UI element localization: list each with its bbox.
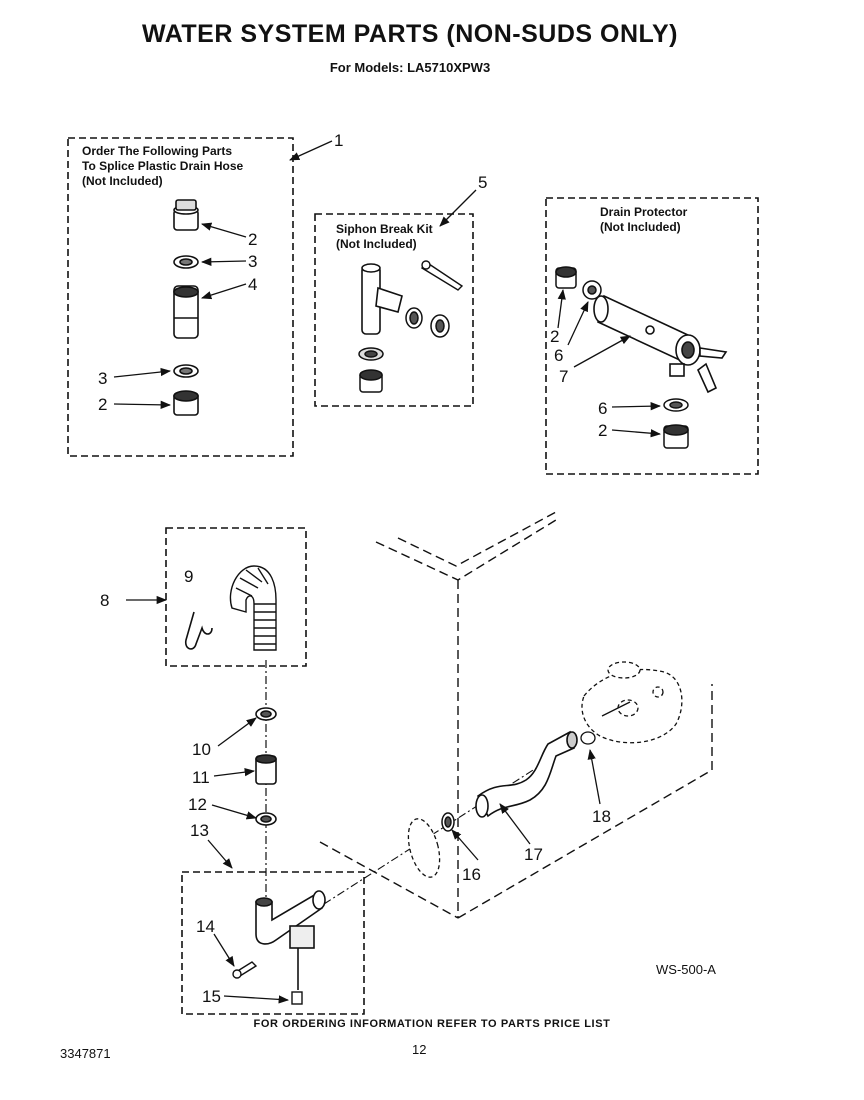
drain-protector-body-part — [593, 294, 728, 394]
connector-11-part — [255, 754, 277, 785]
callout-arrow-6a — [567, 301, 589, 346]
callout-label-5: 5 — [478, 173, 487, 192]
pump-hose-17-part — [475, 730, 578, 818]
callout-label-13: 13 — [190, 821, 209, 840]
hose-clamp-bottom-part — [173, 364, 199, 378]
drain-elbow-part — [255, 890, 326, 990]
hose-clip-part — [184, 611, 213, 650]
siphon-break-kit-box: Siphon Break Kit (Not Included) — [314, 213, 474, 407]
page-number: 12 — [412, 1042, 427, 1057]
callout-arrow-13 — [207, 839, 233, 869]
protector-clamp-bottom-part — [663, 398, 689, 412]
callout-arrow-2d — [611, 429, 662, 438]
hose-connector-bottom-part — [173, 390, 199, 416]
protector-box-line2: (Not Included) — [600, 220, 681, 234]
splice-box-line2: To Splice Plastic Drain Hose — [82, 159, 243, 173]
callout-label-2c: 2 — [550, 327, 559, 346]
document-number: 3347871 — [60, 1046, 111, 1061]
figure-reference: WS-500-A — [656, 962, 716, 977]
corrugated-drain-hose-part — [229, 565, 277, 651]
callout-label-16: 16 — [462, 865, 481, 884]
callout-label-9: 9 — [184, 567, 193, 586]
drain-outlet-box: 14 15 — [181, 871, 365, 1015]
hose-connector-top-part — [173, 199, 199, 231]
callout-label-4: 4 — [248, 275, 257, 294]
pump-centerline — [323, 739, 581, 905]
callout-arrow-14 — [213, 933, 235, 967]
callout-arrow-3a — [200, 257, 247, 266]
callout-arrow-17 — [499, 803, 531, 845]
callout-label-3a: 3 — [248, 252, 257, 271]
callout-label-15: 15 — [202, 987, 221, 1006]
page-title: WATER SYSTEM PARTS (NON-SUDS ONLY) — [141, 20, 678, 48]
callout-label-2b: 2 — [98, 395, 107, 414]
siphon-box-line1: Siphon Break Kit — [336, 222, 433, 236]
callout-arrow-2b — [113, 400, 172, 409]
ordering-info-note: FOR ORDERING INFORMATION REFER TO PARTS … — [253, 1018, 611, 1030]
callout-label-11: 11 — [192, 768, 210, 787]
callout-arrow-1 — [289, 140, 333, 161]
callout-label-8: 8 — [100, 591, 109, 610]
callout-label-1: 1 — [334, 131, 343, 150]
callout-arrow-6b — [611, 402, 662, 411]
drain-hose-box — [165, 527, 307, 667]
siphon-clamp-part — [405, 307, 450, 338]
splice-parts-box: Order The Following Parts To Splice Plas… — [67, 137, 294, 457]
siphon-box-line2: (Not Included) — [336, 237, 417, 251]
clamp-10-part — [255, 707, 277, 721]
water-pump-18-part — [580, 661, 683, 745]
protector-connector-bottom-part — [663, 424, 689, 449]
callout-arrow-10 — [217, 717, 257, 747]
callout-label-10: 10 — [192, 740, 211, 759]
callout-arrow-16 — [451, 829, 479, 861]
callout-label-2a: 2 — [248, 230, 257, 249]
screw-14-part — [232, 961, 258, 979]
callout-label-6b: 6 — [598, 399, 607, 418]
protector-box-line1: Drain Protector — [600, 205, 688, 219]
models-subtitle: For Models: LA5710XPW3 — [329, 60, 491, 75]
clamp-16-part — [441, 812, 455, 832]
callout-arrow-18 — [587, 748, 601, 805]
callout-label-14: 14 — [196, 917, 215, 936]
splice-box-line3: (Not Included) — [82, 174, 163, 188]
callout-arrow-4 — [201, 283, 247, 300]
clamp-12-part — [255, 812, 277, 826]
callout-label-2d: 2 — [598, 421, 607, 440]
siphon-tie-strap-part — [421, 260, 464, 291]
callout-label-6a: 6 — [554, 346, 563, 365]
callout-arrow-7 — [573, 335, 631, 368]
siphon-tee-part — [361, 263, 403, 335]
protector-connector-left-part — [555, 266, 602, 300]
splice-box-line1: Order The Following Parts — [82, 144, 232, 158]
callout-arrow-2a — [201, 222, 247, 238]
clip-15-part — [291, 991, 303, 1005]
hose-clamp-top-part — [173, 255, 199, 269]
drain-protector-box: Drain Protector (Not Included) — [545, 197, 759, 475]
callout-label-18: 18 — [592, 807, 611, 826]
siphon-connector-part — [358, 347, 384, 393]
washer-cabinet-outline — [319, 511, 713, 919]
callout-arrow-11 — [213, 768, 256, 777]
callout-arrow-5 — [439, 189, 477, 227]
callout-arrow-15 — [223, 995, 290, 1004]
callout-label-7: 7 — [559, 367, 568, 386]
callout-label-3b: 3 — [98, 369, 107, 388]
callout-label-17: 17 — [524, 845, 543, 864]
cabinet-access-plate-part — [407, 818, 441, 878]
callout-arrow-12 — [211, 804, 257, 820]
callout-arrow-3b — [113, 367, 172, 378]
callout-label-12: 12 — [188, 795, 207, 814]
hose-coupling-part — [173, 285, 199, 339]
callout-arrow-2c — [557, 288, 566, 329]
